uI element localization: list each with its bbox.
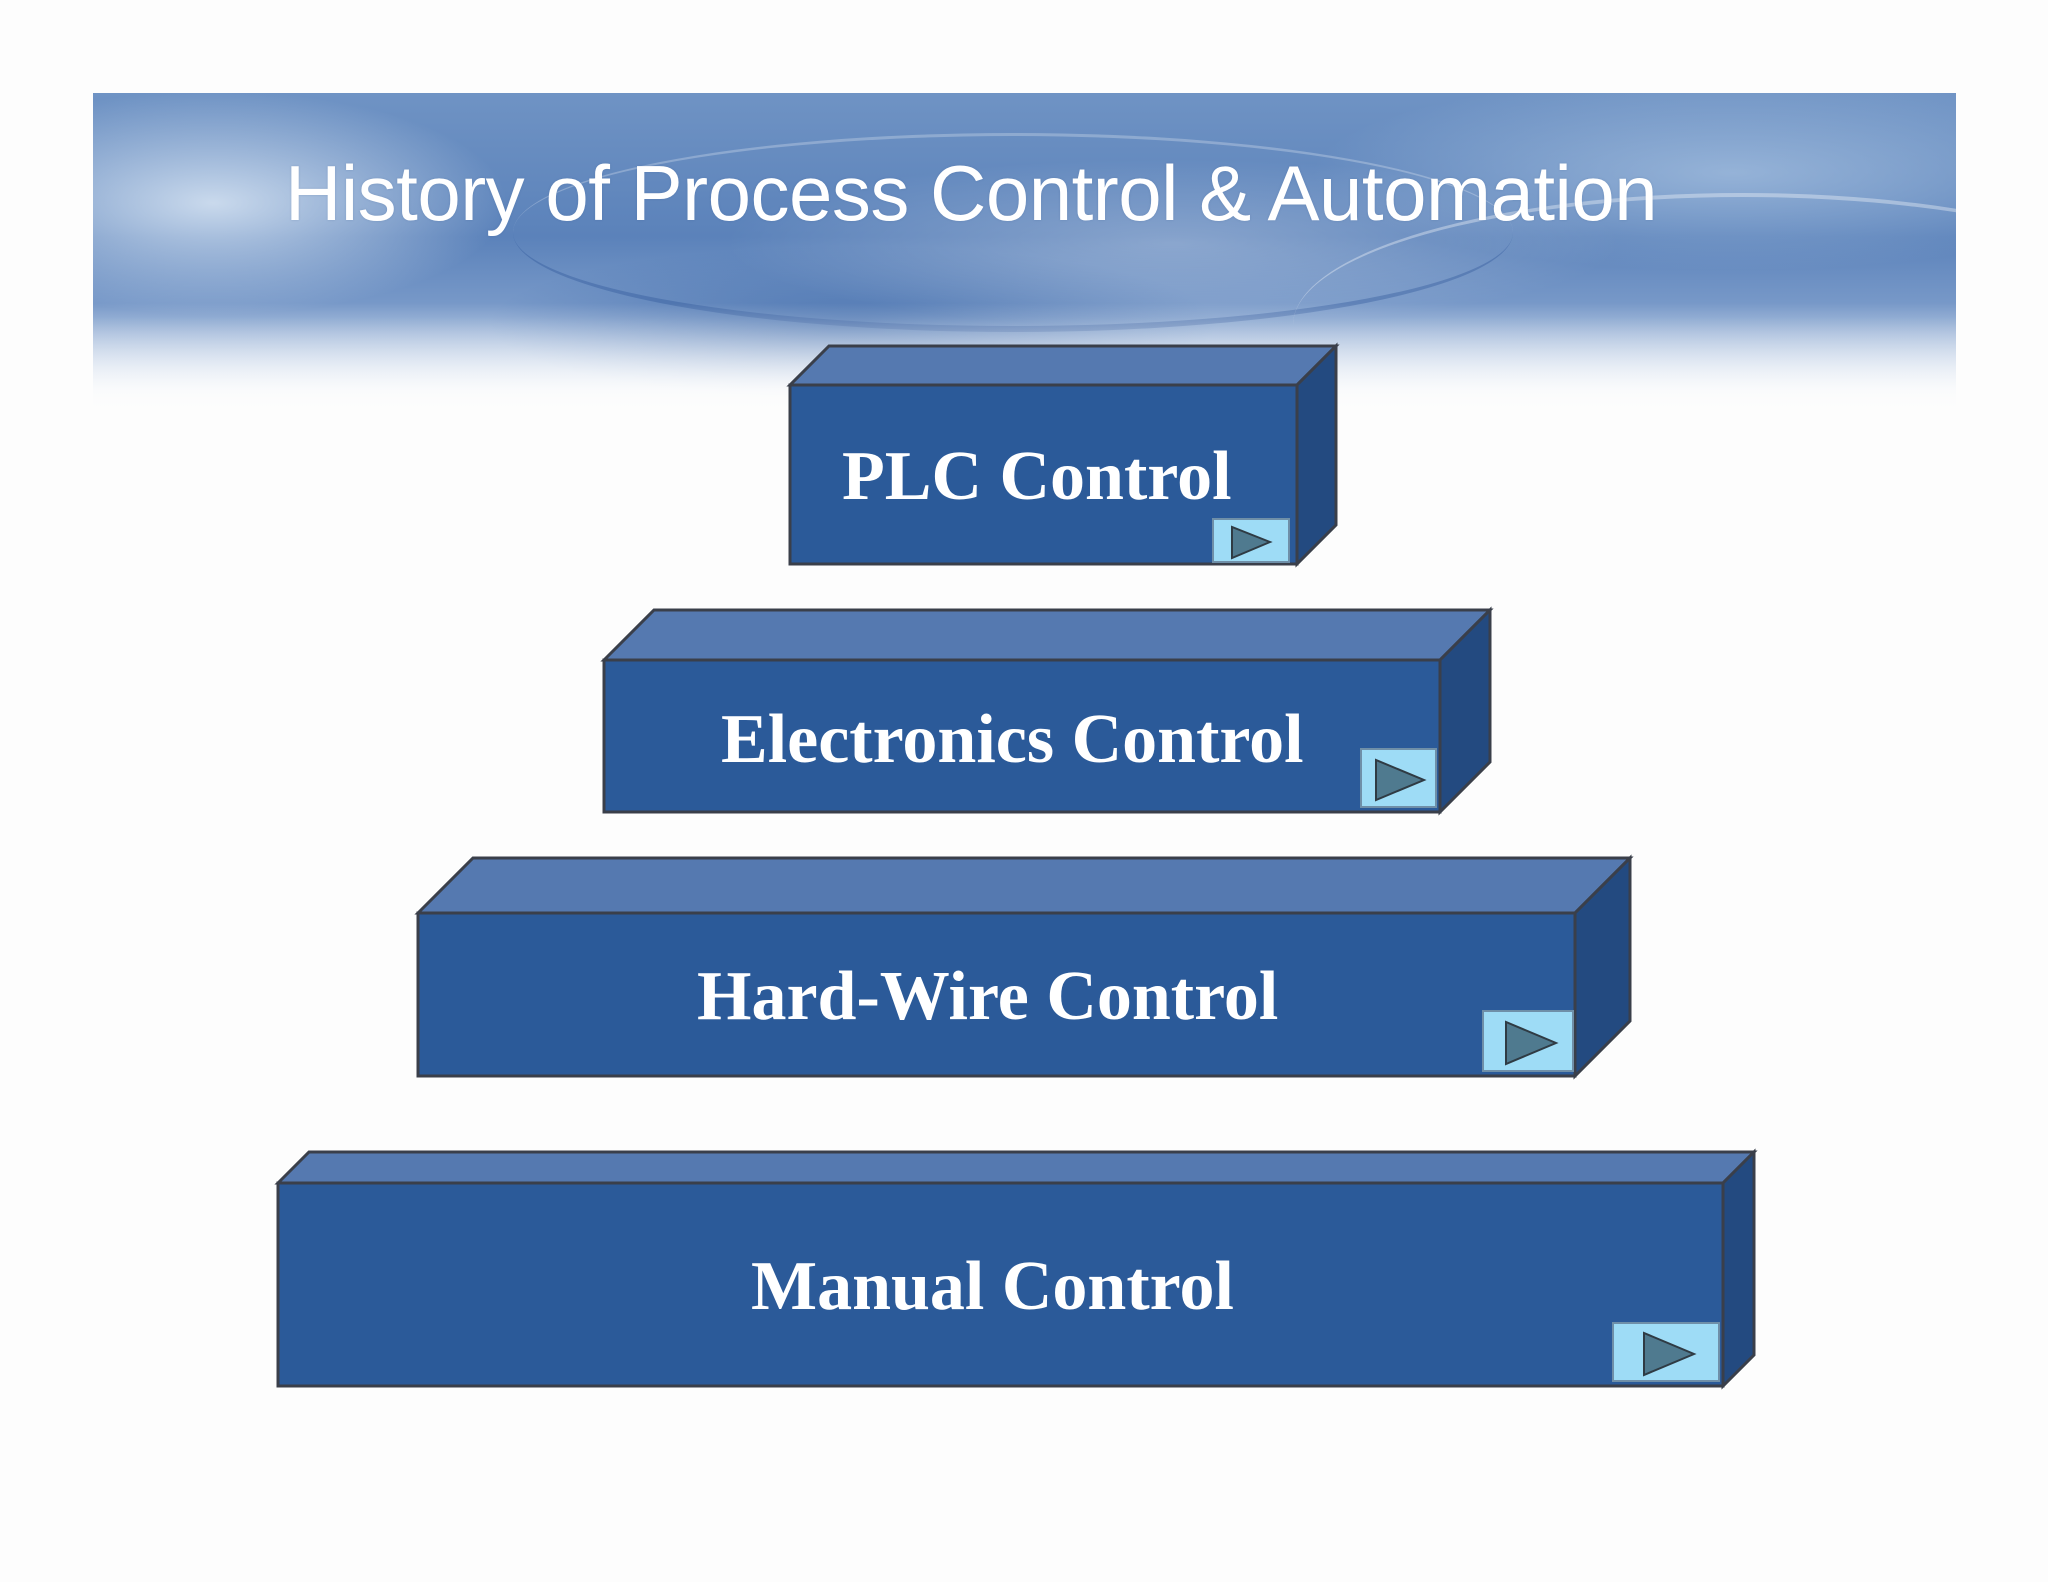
play-button[interactable] (1482, 1010, 1574, 1072)
block-front-face (602, 658, 1442, 814)
block-label: Hard-Wire Control (697, 958, 1279, 1035)
page-title: History of Process Control & Automation (285, 149, 1658, 237)
block-3d-shape (414, 854, 1634, 1080)
play-button[interactable] (1360, 748, 1437, 808)
block-3d-shape (600, 606, 1494, 816)
block-label: Electronics Control (721, 701, 1304, 778)
block-hard-wire-control[interactable]: Hard-Wire Control (414, 854, 1634, 1080)
block-plc-control[interactable]: PLC Control (786, 342, 1340, 568)
block-3d-shape (274, 1148, 1758, 1390)
block-side-face (1721, 1148, 1756, 1390)
block-top-face (414, 856, 1634, 915)
block-side-face (1295, 342, 1338, 568)
play-icon (1231, 525, 1273, 560)
block-top-face (274, 1150, 1758, 1185)
block-front-face (416, 911, 1577, 1078)
block-top-face (786, 344, 1340, 387)
block-front-face (276, 1181, 1725, 1388)
block-label: PLC Control (842, 438, 1232, 515)
block-manual-control[interactable]: Manual Control (274, 1148, 1758, 1390)
block-label: Manual Control (751, 1248, 1234, 1325)
block-electronics-control[interactable]: Electronics Control (600, 606, 1494, 816)
block-top-face (600, 608, 1494, 662)
play-icon (1505, 1020, 1559, 1066)
play-button[interactable] (1212, 518, 1290, 563)
play-button[interactable] (1612, 1322, 1720, 1382)
play-icon (1643, 1331, 1697, 1377)
play-icon (1375, 758, 1427, 802)
block-3d-shape (786, 342, 1340, 568)
